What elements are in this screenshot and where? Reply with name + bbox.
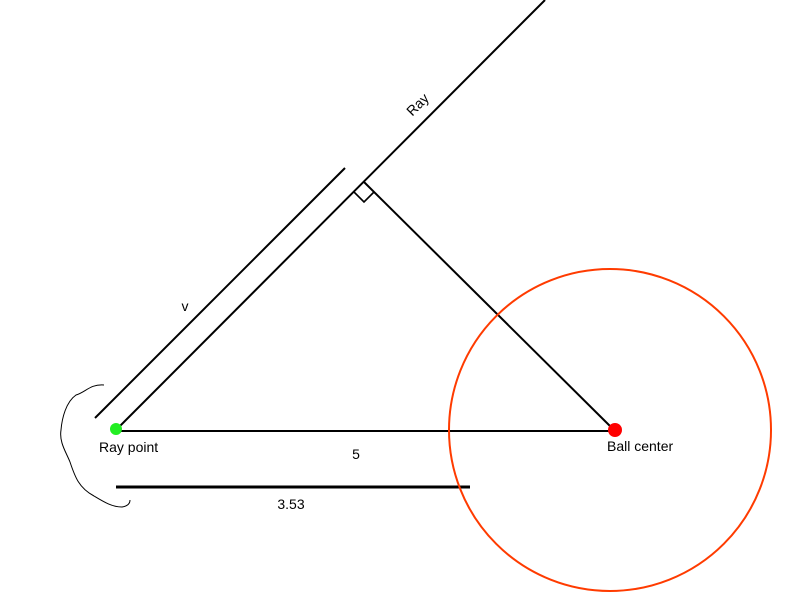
hand-drawn-bracket	[60, 384, 131, 508]
ray-point-dot	[110, 423, 122, 435]
right-angle-marker	[353, 191, 375, 204]
ray-label: Ray	[403, 90, 432, 119]
ball-circle	[448, 268, 772, 592]
projection-length-label: 3.53	[277, 496, 304, 512]
ray-line	[115, 0, 546, 431]
ball-center-dot	[608, 423, 622, 437]
ball-center-label: Ball center	[607, 438, 673, 454]
ray-point-label: Ray point	[99, 439, 158, 455]
v-label: v	[182, 298, 189, 314]
v-vector-line	[94, 167, 346, 419]
hypotenuse-length-label: 5	[352, 446, 360, 462]
perpendicular-line	[363, 181, 615, 431]
